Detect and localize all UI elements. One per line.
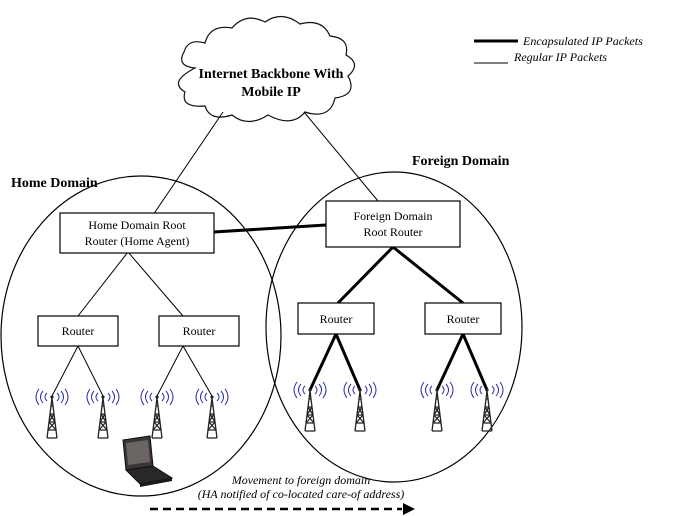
- foreign-router-left: Router: [297, 302, 375, 335]
- home-tower-3-icon: [140, 388, 174, 439]
- link-cloud-home-root: [152, 111, 224, 216]
- link-foreign-root-router-left: [336, 245, 395, 305]
- link-foreign-router-right-tower3: [435, 333, 465, 391]
- foreign-router-right-label: Router: [447, 312, 480, 326]
- link-home-router-left-tower2: [77, 345, 104, 397]
- home-tower-2-icon: [86, 388, 120, 439]
- legend-encapsulated-label: Encapsulated IP Packets: [522, 34, 643, 48]
- foreign-root-router-label-line2: Root Router: [364, 225, 423, 239]
- tunnel-home-to-foreign: [213, 223, 327, 234]
- foreign-domain-boundary: [265, 171, 523, 483]
- link-home-router-right-tower4: [182, 345, 213, 397]
- foreign-tower-2-icon: [343, 381, 377, 432]
- foreign-tower-4-icon: [470, 381, 504, 432]
- cloud-label-line1: Internet Backbone With: [199, 67, 344, 82]
- legend-regular-label: Regular IP Packets: [513, 50, 607, 64]
- link-foreign-router-right-tower4: [461, 333, 489, 391]
- link-home-router-left-tower1: [51, 345, 79, 397]
- movement-label-line2: (HA notified of co-located care-of addre…: [198, 487, 405, 501]
- cloud-label-line2: Mobile IP: [241, 85, 301, 100]
- home-domain-title: Home Domain: [11, 176, 98, 191]
- home-tower-4-icon: [195, 388, 229, 439]
- home-root-router-label-line1: Home Domain Root: [88, 218, 186, 232]
- link-foreign-router-left-tower1: [308, 333, 338, 391]
- laptop-icon: [122, 435, 174, 487]
- foreign-root-router: Foreign Domain Root Router: [325, 200, 461, 248]
- movement-label-line1: Movement to foreign domain: [231, 473, 371, 487]
- legend: Encapsulated IP Packets Regular IP Packe…: [474, 34, 643, 64]
- home-router-left: Router: [37, 315, 119, 347]
- link-home-root-router-left: [77, 251, 129, 317]
- home-domain-boundary: [0, 175, 282, 497]
- movement-arrow-head: [403, 503, 415, 515]
- link-home-root-router-right: [127, 251, 184, 317]
- home-router-right-label: Router: [183, 324, 216, 338]
- home-root-router-label-line2: Router (Home Agent): [85, 234, 190, 248]
- foreign-router-left-label: Router: [320, 312, 353, 326]
- home-root-router: Home Domain Root Router (Home Agent): [59, 212, 215, 254]
- link-home-router-right-tower3: [156, 345, 184, 397]
- foreign-root-router-label-line1: Foreign Domain: [354, 209, 433, 223]
- home-router-left-label: Router: [62, 324, 95, 338]
- link-foreign-router-left-tower2: [334, 333, 362, 391]
- foreign-tower-3-icon: [420, 381, 454, 432]
- foreign-tower-1-icon: [293, 381, 327, 432]
- foreign-router-right: Router: [424, 302, 502, 335]
- foreign-domain-title: Foreign Domain: [412, 154, 510, 169]
- internet-backbone-cloud: Internet Backbone With Mobile IP: [177, 15, 356, 123]
- link-cloud-foreign-root: [303, 111, 379, 202]
- home-tower-1-icon: [35, 388, 69, 439]
- link-foreign-root-router-right: [392, 245, 464, 305]
- home-router-right: Router: [158, 315, 240, 347]
